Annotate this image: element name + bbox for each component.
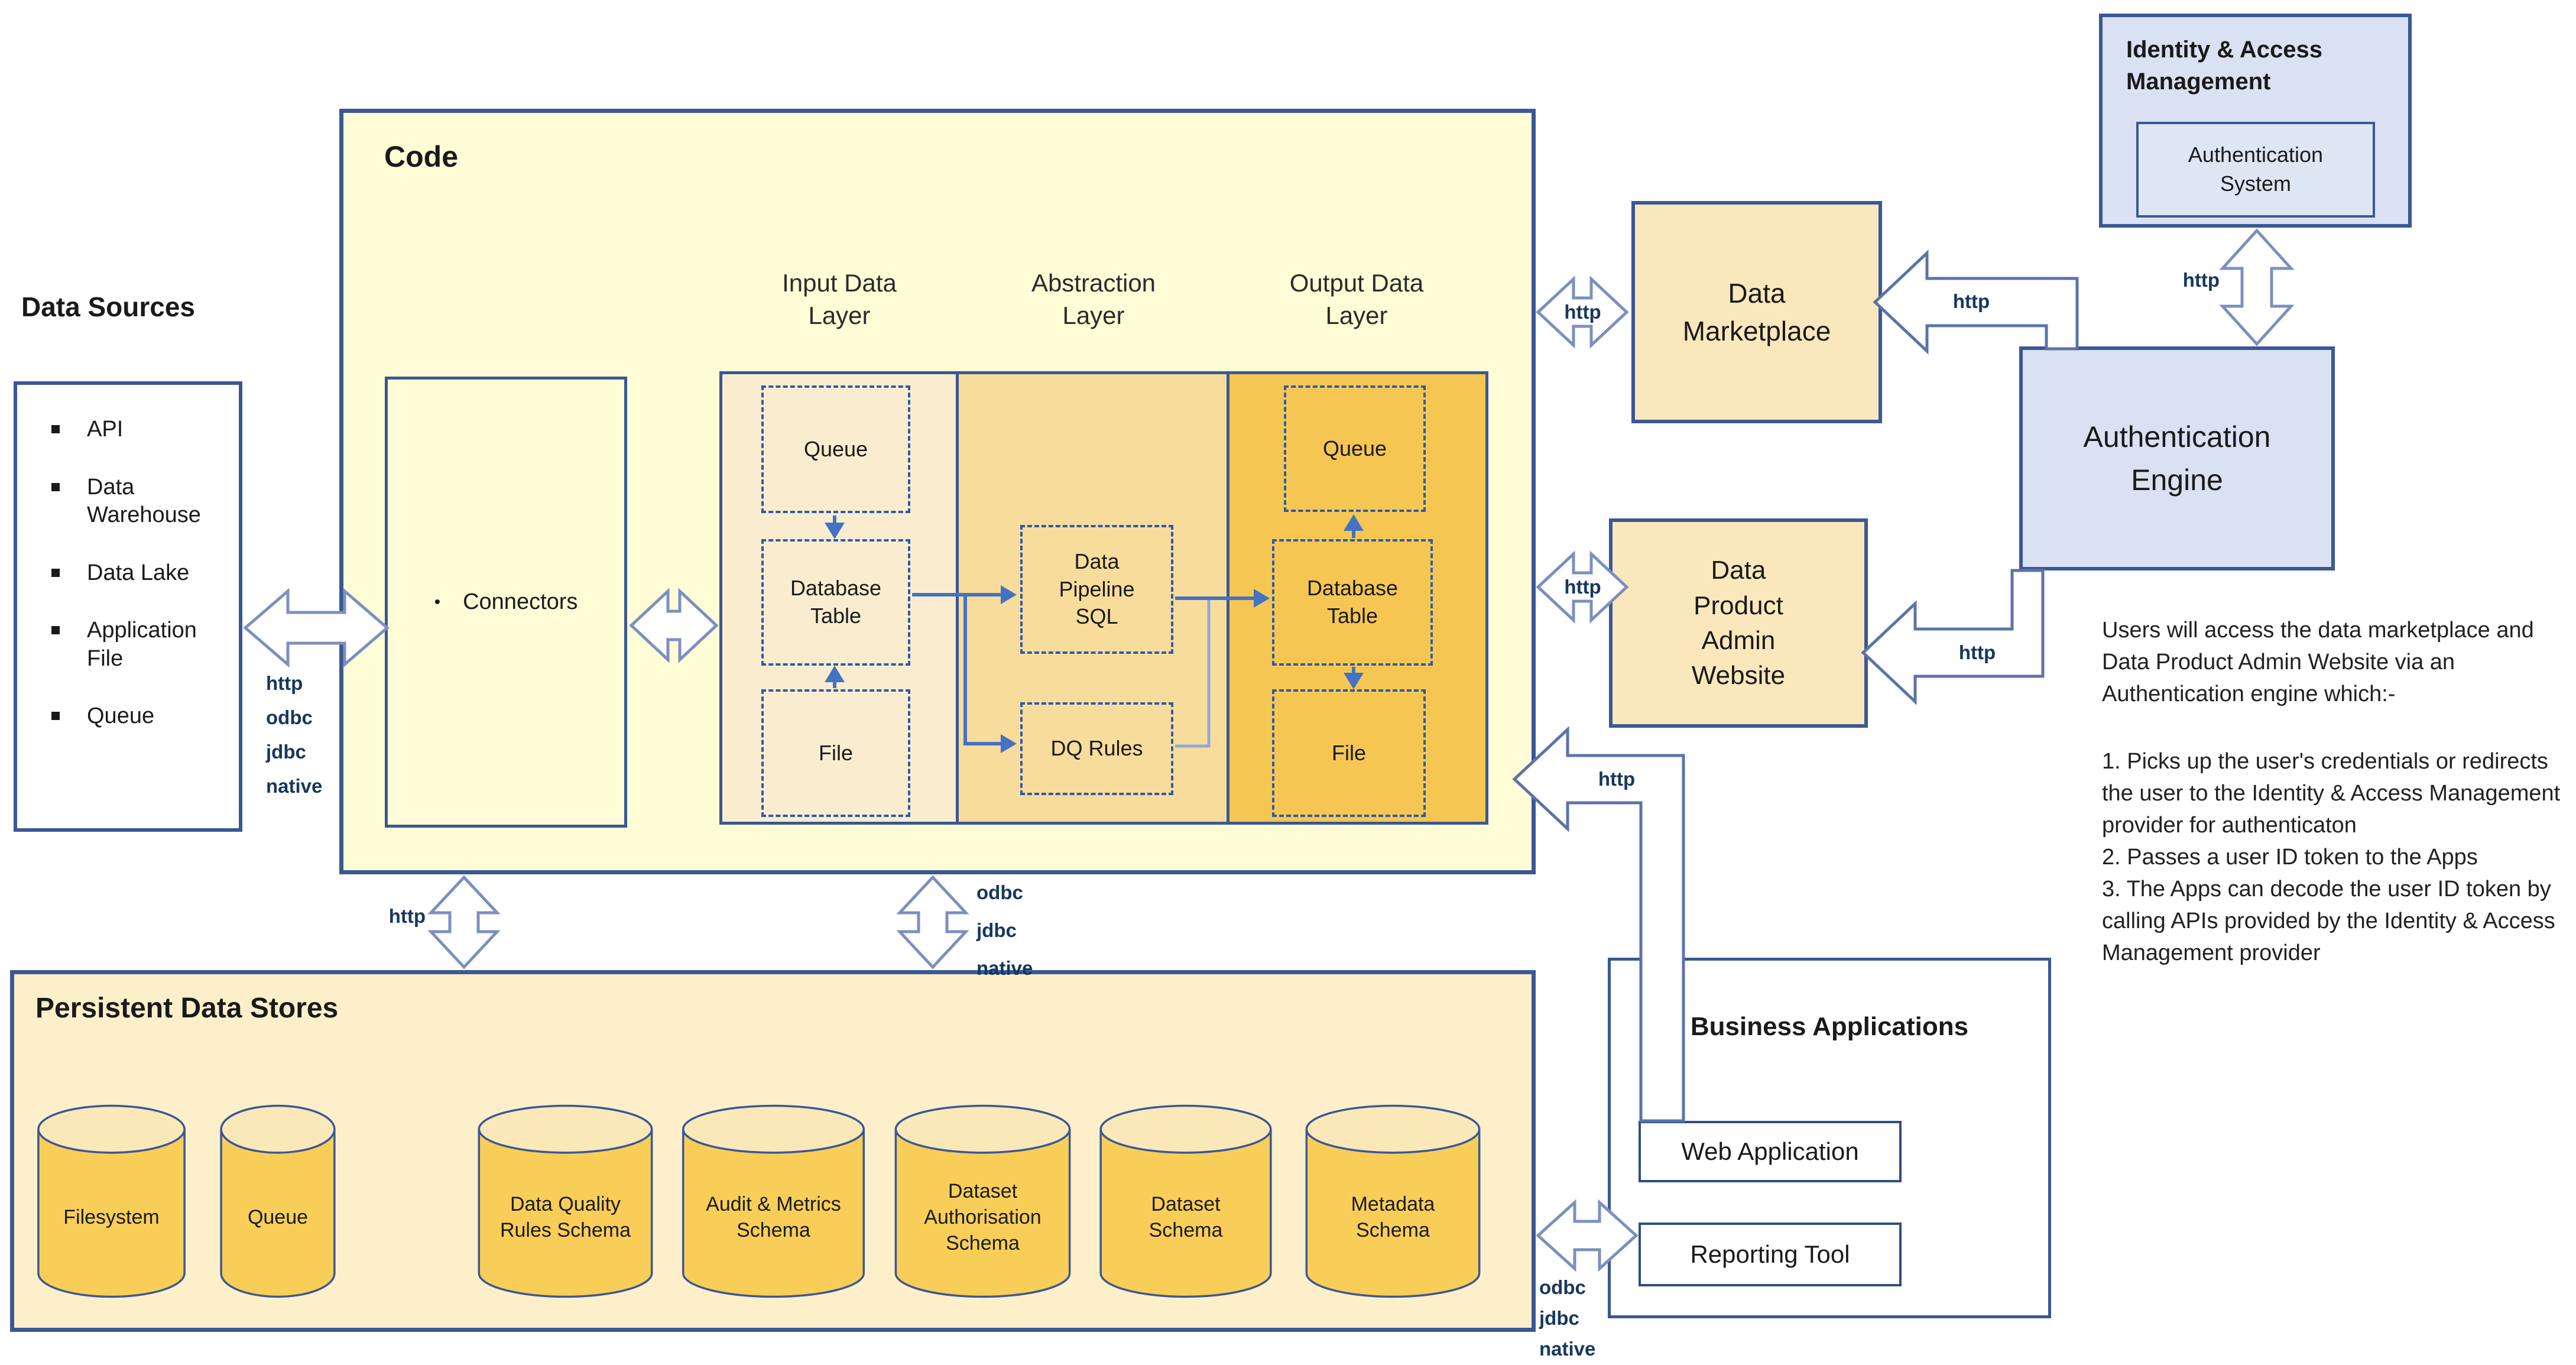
database-cylinder-icon bbox=[890, 1101, 1075, 1302]
database-cylinder-icon bbox=[677, 1101, 870, 1302]
connectors-box: • Connectors bbox=[385, 377, 627, 828]
database-cylinder-icon bbox=[473, 1101, 657, 1302]
database-cylinder-icon bbox=[34, 1101, 189, 1302]
output-file-box: File bbox=[1272, 689, 1426, 817]
label-odbc: odbc bbox=[266, 706, 313, 728]
bullet-square-icon bbox=[51, 626, 60, 634]
reporting-tool-box: Reporting Tool bbox=[1639, 1223, 1902, 1286]
notes-step: 2. Passes a user ID token to the Apps bbox=[2102, 844, 2478, 870]
data-pipeline-sql-box: Data Pipeline SQL bbox=[1020, 525, 1173, 654]
code-title: Code bbox=[384, 140, 458, 173]
output-database-table-box: Database Table bbox=[1272, 539, 1433, 666]
input-queue-box: Queue bbox=[761, 385, 910, 513]
notes-step: 1. Picks up the user's credentials or re… bbox=[2102, 748, 2561, 838]
data-marketplace-box: Data Marketplace bbox=[1631, 201, 1882, 423]
iam-title: Identity & Access Management bbox=[2126, 37, 2322, 95]
arrow-code-persistent-odbc bbox=[896, 875, 969, 970]
label-odbc: odbc bbox=[1539, 1276, 1586, 1298]
arrow-authengine-adminwebsite bbox=[1861, 569, 2045, 705]
cylinder-filesystem: Filesystem bbox=[34, 1101, 189, 1302]
arrow-code-persistent-http bbox=[427, 875, 501, 970]
input-database-table-box: Database Table bbox=[761, 539, 910, 666]
cylinder-dataset-schema: Dataset Schema bbox=[1095, 1101, 1276, 1302]
dq-rules-box: DQ Rules bbox=[1020, 702, 1173, 795]
connectors-label: Connectors bbox=[463, 589, 578, 614]
output-layer-header: Output Data Layer bbox=[1289, 269, 1424, 329]
bullet-icon: • bbox=[434, 592, 441, 612]
label-http: http bbox=[266, 672, 303, 694]
output-layer-panel bbox=[1227, 371, 1488, 825]
persistent-data-stores-title: Persistent Data Stores bbox=[35, 993, 339, 1024]
label-native: native bbox=[266, 775, 323, 797]
label-http: http bbox=[1598, 768, 1636, 790]
bullet-square-icon bbox=[51, 425, 60, 433]
label-http: http bbox=[2182, 269, 2220, 291]
label-jdbc: jdbc bbox=[976, 919, 1017, 941]
data-sources-title: Data Sources bbox=[21, 291, 196, 322]
list-item: Application File bbox=[51, 617, 227, 673]
list-item: API bbox=[51, 416, 227, 444]
label-http: http bbox=[1564, 576, 1601, 598]
database-cylinder-icon bbox=[1095, 1101, 1276, 1302]
data-sources-box: API Data Warehouse Data Lake Application… bbox=[14, 381, 242, 832]
label-native: native bbox=[1539, 1338, 1596, 1360]
authentication-system-box: Authentication System bbox=[2136, 122, 2375, 218]
label-http: http bbox=[1564, 301, 1601, 323]
business-applications-title: Business Applications bbox=[1690, 1012, 1969, 1041]
notes-step: 3. The Apps can decode the user ID token… bbox=[2102, 876, 2555, 965]
web-application-box: Web Application bbox=[1639, 1121, 1902, 1182]
list-item: Data Warehouse bbox=[51, 474, 227, 530]
iam-box: Identity & Access Management Authenticat… bbox=[2099, 14, 2412, 228]
list-item: Data Lake bbox=[51, 559, 227, 588]
database-cylinder-icon bbox=[1301, 1101, 1485, 1302]
data-product-admin-website-box: Data Product Admin Website bbox=[1609, 518, 1868, 728]
input-layer-panel bbox=[719, 371, 959, 825]
abstraction-layer-header: Abstraction Layer bbox=[1031, 269, 1156, 329]
bullet-square-icon bbox=[51, 712, 60, 720]
cylinder-queue: Queue bbox=[218, 1101, 338, 1302]
list-item: Queue bbox=[51, 702, 227, 731]
label-http: http bbox=[1952, 290, 1990, 312]
output-queue-box: Queue bbox=[1284, 385, 1426, 512]
bullet-square-icon bbox=[51, 482, 60, 491]
label-http: http bbox=[1958, 641, 1996, 663]
label-native: native bbox=[976, 957, 1033, 979]
label-http: http bbox=[388, 905, 426, 927]
notes-text: Users will access the data marketplace a… bbox=[2102, 615, 2575, 970]
bullet-square-icon bbox=[51, 568, 60, 577]
input-layer-header: Input Data Layer bbox=[782, 269, 897, 329]
label-odbc: odbc bbox=[976, 881, 1023, 903]
label-jdbc: jdbc bbox=[1539, 1307, 1579, 1329]
cylinder-dataset-authorisation-schema: Dataset Authorisation Schema bbox=[890, 1101, 1075, 1302]
arrow-iam-authengine bbox=[2219, 228, 2295, 346]
cylinder-metadata-schema: Metadata Schema bbox=[1301, 1101, 1485, 1302]
database-cylinder-icon bbox=[218, 1101, 338, 1302]
cylinder-audit-metrics-schema: Audit & Metrics Schema bbox=[677, 1101, 870, 1302]
input-file-box: File bbox=[761, 689, 910, 817]
label-jdbc: jdbc bbox=[266, 741, 306, 763]
authentication-engine-box: Authentication Engine bbox=[2019, 346, 2335, 570]
cylinder-data-quality-rules-schema: Data Quality Rules Schema bbox=[473, 1101, 657, 1302]
notes-intro: Users will access the data marketplace a… bbox=[2102, 618, 2534, 706]
